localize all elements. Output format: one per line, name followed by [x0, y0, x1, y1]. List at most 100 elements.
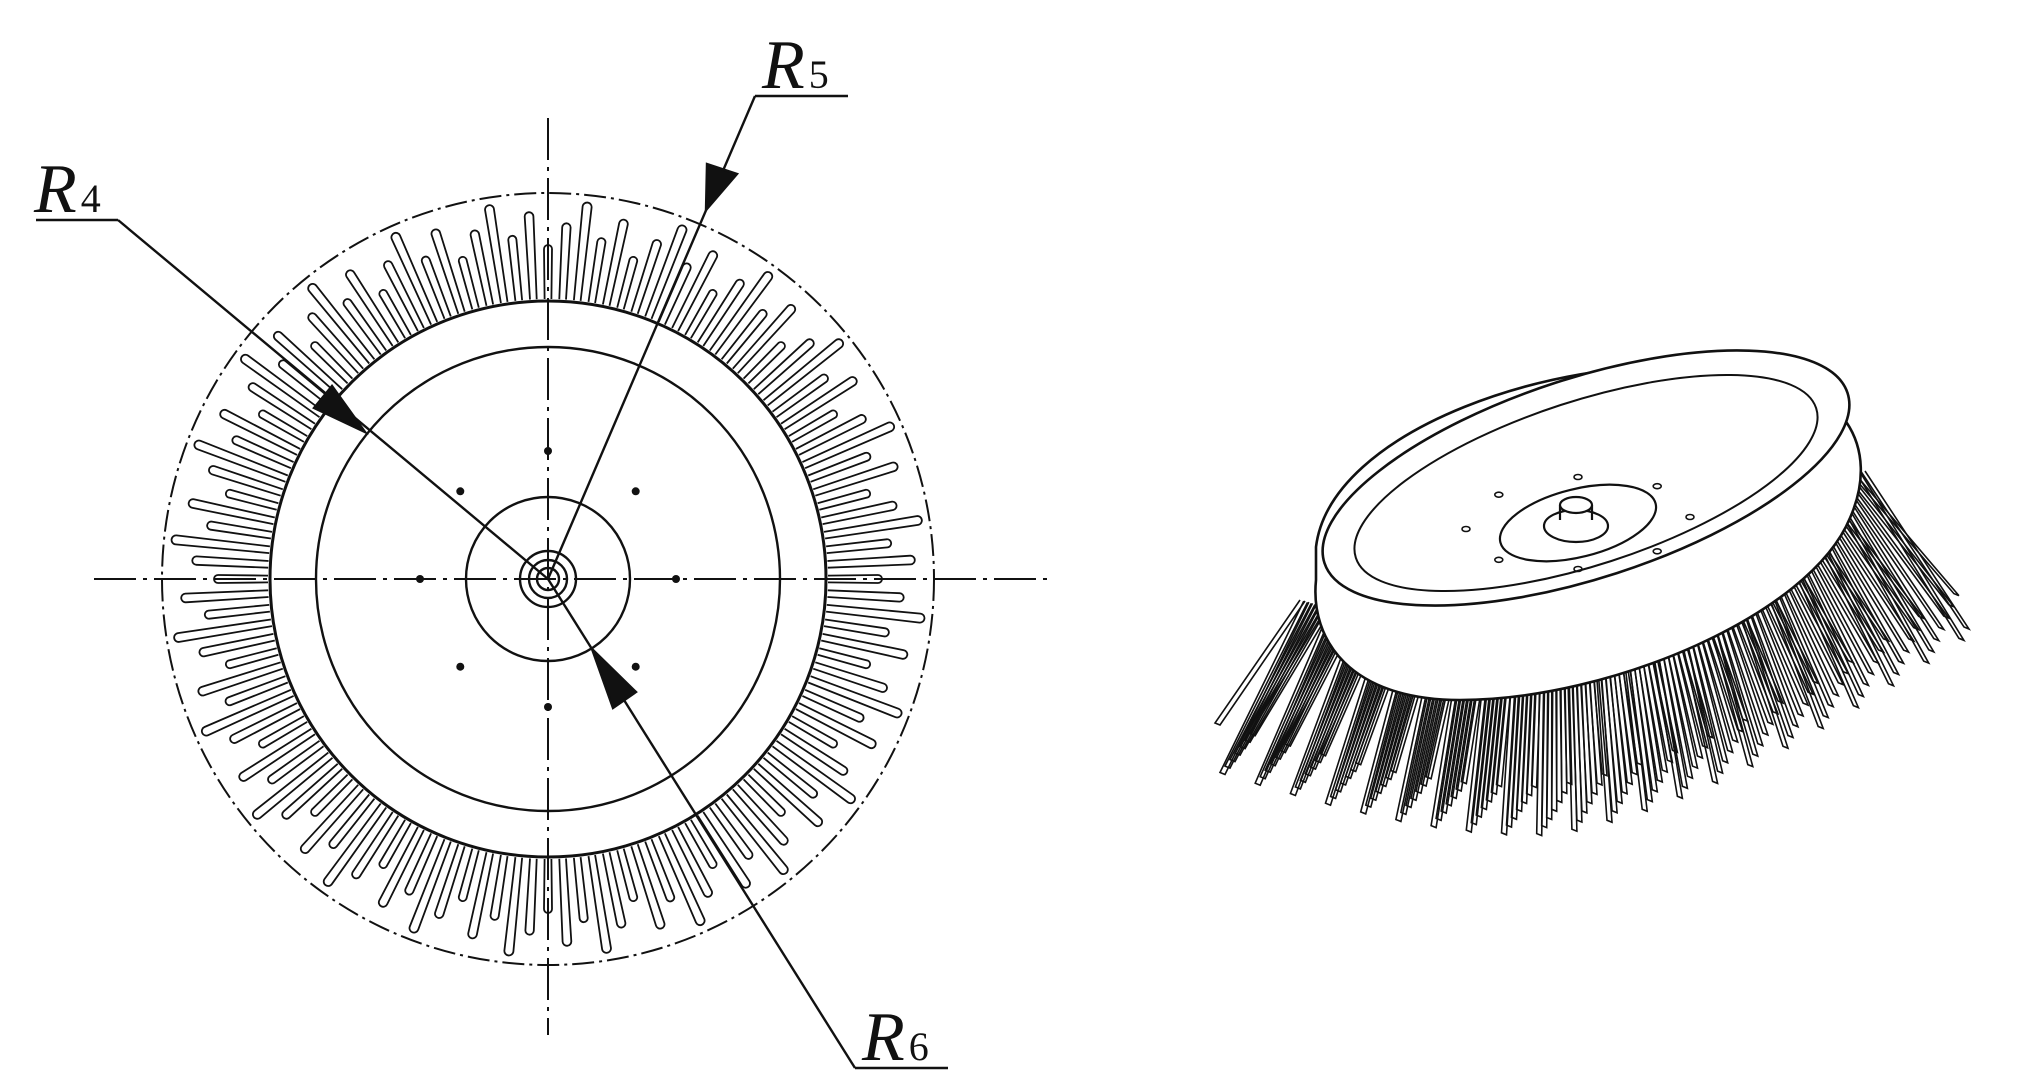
bristle-tuft	[1520, 637, 1536, 805]
bristle-tuft	[684, 819, 718, 869]
bristle-tuft	[671, 826, 713, 898]
bristle-tuft	[821, 633, 909, 660]
bristle-tuft	[1389, 633, 1438, 774]
bristle-tuft	[1349, 627, 1408, 773]
bristle-tuft	[616, 256, 639, 310]
bristle-tuft	[696, 278, 745, 347]
bristle-tuft	[1765, 539, 1845, 687]
bristle-tuft	[258, 715, 308, 749]
bristle-tuft	[1334, 624, 1396, 793]
bristle-tuft	[1480, 639, 1505, 811]
bristle-tuft	[802, 421, 896, 470]
bristle-tuft	[732, 303, 797, 374]
bristle-tuft	[503, 856, 523, 957]
svg-text:R4: R4	[33, 151, 101, 228]
r4-arrowhead	[312, 384, 369, 436]
bristle-tuft	[1791, 520, 1881, 665]
bristle-tuft	[225, 647, 279, 670]
bristle-tuft	[753, 763, 824, 828]
bristle-tuft	[1648, 606, 1689, 790]
bristle-tuft	[1776, 531, 1860, 710]
bristle-tuft	[795, 702, 877, 750]
isometric-hole-markers	[1461, 473, 1695, 573]
bristle-tuft	[390, 231, 439, 325]
hole-marker	[1573, 565, 1583, 573]
bristle-tuft	[457, 256, 480, 310]
bristle-tuft	[771, 373, 829, 418]
front-hole-markers	[416, 447, 680, 711]
bristle-tuft	[219, 408, 301, 456]
bristle-tuft	[671, 250, 719, 332]
bristle-tuft	[1678, 592, 1729, 765]
bristle-tuft	[281, 763, 343, 820]
bristle-tuft	[1738, 556, 1810, 707]
bristle-tuft	[1761, 541, 1840, 698]
bristle-tuft	[1339, 625, 1400, 787]
disc-top-inner	[1353, 373, 1819, 593]
bristle-tuft	[1836, 486, 1941, 643]
bristle-tuft	[1379, 631, 1430, 788]
bristle-tuft	[1410, 635, 1453, 802]
bristle-tuft	[1430, 637, 1468, 829]
bristle-tuft	[807, 675, 903, 719]
bristle-tuft	[1731, 561, 1800, 729]
hole-marker	[1494, 491, 1504, 499]
bristle-tuft	[812, 461, 899, 497]
bristle-tuft	[1450, 638, 1483, 800]
bristle-tuft	[812, 661, 888, 693]
bristle-tuft	[467, 852, 494, 940]
bristle-tuft	[780, 727, 849, 776]
bristle-tuft	[1637, 611, 1674, 764]
bristle-tuft	[1675, 594, 1724, 775]
bristle-tuft	[1359, 628, 1415, 815]
bristle-tuft	[267, 740, 325, 785]
hole-marker	[672, 575, 680, 583]
bristle-tuft	[709, 802, 754, 860]
bristle-tuft	[203, 604, 271, 620]
label-r6-main: R	[861, 999, 905, 1076]
bristle-tuft	[821, 500, 898, 525]
bristle-tuft	[1465, 638, 1494, 834]
bristle-tuft	[1289, 616, 1363, 797]
bristle-tuft	[1708, 575, 1770, 737]
bristle-tuft	[1279, 614, 1355, 754]
bristle-tuft	[788, 715, 838, 749]
bristle-tuft	[825, 604, 926, 624]
bristle-tuft	[299, 784, 364, 855]
bristle-tuft	[251, 751, 334, 820]
bristle-tuft	[1712, 573, 1775, 726]
bristle-tuft	[1324, 623, 1389, 807]
bristle-tuft	[1364, 629, 1419, 809]
bristle-tuft	[197, 661, 284, 697]
bristle-tuft	[170, 534, 271, 554]
bristle-tuft	[1735, 559, 1805, 718]
bristle-tuft	[310, 773, 354, 817]
bristle-tuft	[1855, 472, 1966, 642]
hole-marker	[456, 487, 465, 496]
bristle-tuft	[825, 538, 893, 554]
bristle-tuft	[602, 218, 629, 306]
bristle-tuft	[1814, 503, 1911, 654]
bristle-tuft	[1705, 577, 1765, 747]
hole-marker	[1652, 547, 1662, 555]
bristle-tuft	[709, 271, 774, 356]
bristle-tuft	[238, 727, 316, 782]
bristle-tuft	[1500, 638, 1520, 836]
bristle-tuft	[573, 201, 593, 302]
bristle-tuft	[823, 515, 923, 540]
bristle-tuft	[1769, 536, 1851, 676]
bristle-tuft	[1686, 588, 1739, 744]
bristle-tuft	[523, 211, 538, 300]
label-r5-sub: 5	[809, 52, 829, 97]
bristle-tuft	[1394, 633, 1442, 823]
bristle-tuft	[208, 465, 284, 497]
r5-arrowhead	[704, 162, 740, 214]
bristle-tuft	[322, 802, 387, 887]
bristle-tuft	[1399, 634, 1445, 816]
bristle-tuft	[1243, 606, 1329, 744]
label-r5-main: R	[761, 27, 805, 104]
bristle-tuft	[1354, 628, 1411, 766]
bristle-tuft	[817, 647, 871, 670]
